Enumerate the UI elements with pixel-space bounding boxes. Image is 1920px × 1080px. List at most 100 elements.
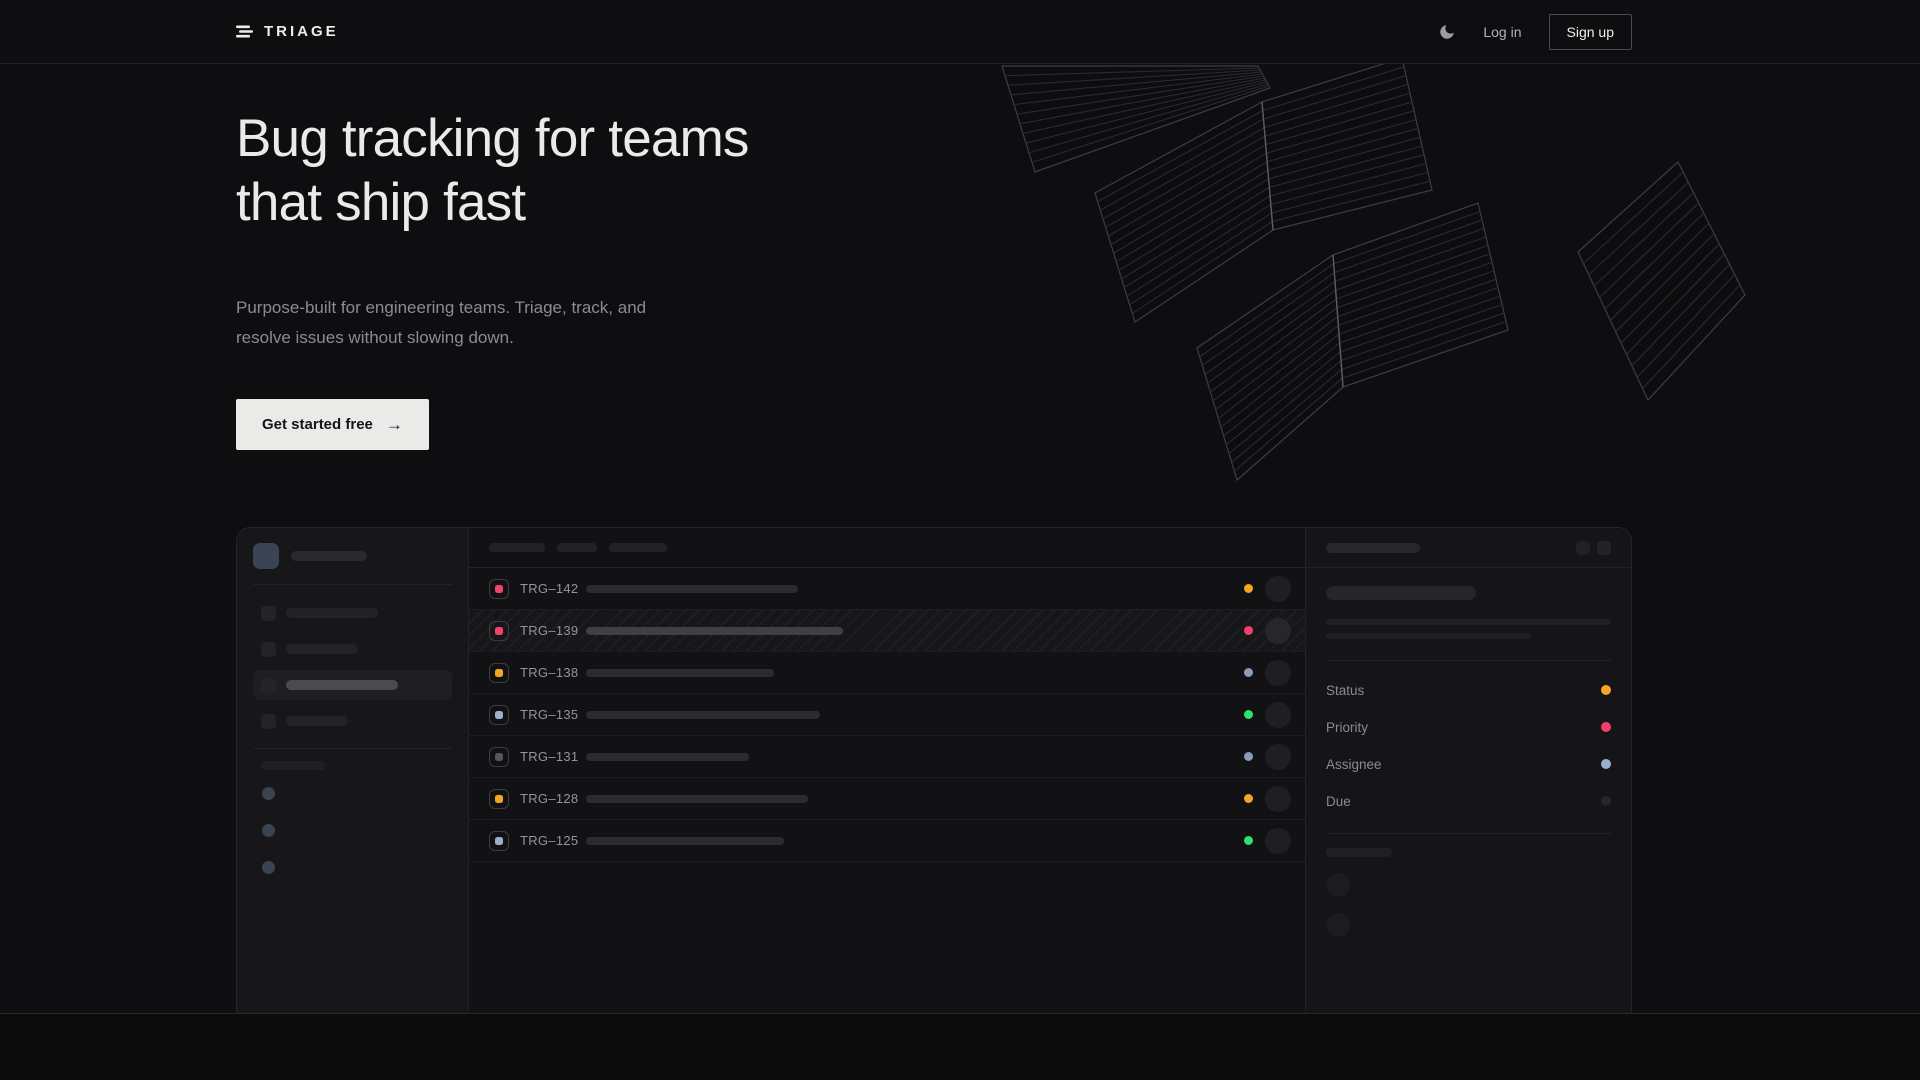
status-dot (1244, 584, 1253, 593)
issue-row[interactable]: TRG–135 (469, 694, 1305, 736)
moon-icon (1440, 24, 1455, 39)
skeleton-pill (286, 608, 378, 618)
status-dot (1244, 668, 1253, 677)
get-started-button[interactable]: Get started free → (236, 399, 429, 450)
issue-row-selected[interactable]: TRG–139 (469, 610, 1305, 652)
signup-button[interactable]: Sign up (1548, 13, 1632, 50)
assignee-avatar (1265, 701, 1291, 728)
avatar (1326, 913, 1350, 937)
brand-logo[interactable]: TRIAGE (236, 23, 339, 40)
field-row-status[interactable]: Status (1326, 680, 1611, 700)
field-label: Due (1326, 793, 1351, 809)
issue-id: TRG–125 (520, 833, 579, 848)
skeleton-bar (586, 584, 798, 593)
skeleton-pill (557, 543, 597, 552)
skeleton-bar (586, 626, 843, 635)
field-value-dot (1601, 759, 1611, 769)
skeleton-pill (286, 716, 348, 726)
field-label: Assignee (1326, 756, 1382, 772)
panel-header-actions (1576, 540, 1611, 555)
issue-type-icon (489, 704, 509, 725)
issue-row[interactable]: TRG–142 (469, 568, 1305, 610)
issue-row[interactable]: TRG–131 (469, 736, 1305, 778)
skeleton-title (1326, 586, 1476, 600)
field-value-dot (1601, 796, 1611, 806)
skeleton-pill (286, 680, 398, 690)
issue-type-icon (489, 788, 509, 809)
issue-type-icon (489, 830, 509, 851)
skeleton-pill (261, 761, 325, 770)
divider (1326, 833, 1611, 834)
panel-action-icon[interactable] (1597, 540, 1611, 555)
skeleton-pill (286, 644, 358, 654)
field-row-due[interactable]: Due (1326, 791, 1611, 811)
issue-id: TRG–142 (520, 581, 579, 596)
triage-logo-icon (236, 25, 253, 38)
divider (253, 748, 452, 749)
theme-toggle-button[interactable] (1438, 23, 1456, 41)
sidebar-item[interactable] (253, 706, 452, 736)
assignee-avatar (1265, 659, 1291, 686)
avatar-dot (262, 824, 275, 837)
brand-name: TRIAGE (264, 23, 339, 40)
issue-row[interactable]: TRG–128 (469, 778, 1305, 820)
assignee-avatar (1265, 575, 1291, 602)
skeleton-bar (586, 710, 820, 719)
skeleton-pill (489, 543, 545, 552)
sidebar-item-icon (261, 677, 276, 693)
login-link[interactable]: Log in (1483, 23, 1522, 40)
sidebar-item-icon (261, 641, 276, 657)
skeleton-line (1326, 633, 1532, 639)
sidebar-item[interactable] (253, 634, 452, 664)
issue-type-icon (489, 662, 509, 683)
issue-list-header (469, 528, 1305, 568)
skeleton-bar (586, 794, 808, 803)
issue-row[interactable]: TRG–138 (469, 652, 1305, 694)
issue-id: TRG–139 (520, 623, 579, 638)
issue-id: TRG–128 (520, 791, 579, 806)
top-nav: TRIAGE Log in Sign up (0, 0, 1920, 64)
field-row-assignee[interactable]: Assignee (1326, 754, 1611, 774)
sidebar-item[interactable] (253, 598, 452, 628)
field-value-dot (1601, 722, 1611, 732)
avatar (1326, 873, 1350, 897)
issue-id: TRG–131 (520, 749, 579, 764)
field-row-priority[interactable]: Priority (1326, 717, 1611, 737)
workspace-avatar (253, 543, 279, 569)
field-value-dot (1601, 685, 1611, 695)
skeleton-bar (586, 668, 774, 677)
status-dot (1244, 626, 1253, 635)
status-dot (1244, 752, 1253, 761)
sidebar-item-icon (261, 713, 276, 729)
assignee-avatar (1265, 617, 1291, 644)
sidebar-nav (253, 598, 452, 736)
issue-id: TRG–138 (520, 665, 579, 680)
nav-actions: Log in Sign up (1438, 13, 1632, 50)
footer-section (0, 1013, 1920, 1080)
skeleton-pill (609, 543, 667, 552)
panel-action-icon[interactable] (1576, 540, 1590, 555)
hero-subtext: Purpose-built for engineering teams. Tri… (236, 298, 647, 347)
detail-panel-header (1306, 528, 1631, 568)
field-label: Priority (1326, 719, 1369, 735)
sidebar-avatar-dots (262, 787, 452, 874)
cta-label: Get started free (262, 416, 373, 433)
sidebar-item-active[interactable] (253, 670, 452, 700)
avatar-dot (262, 861, 275, 874)
status-dot (1244, 836, 1253, 845)
divider (1326, 660, 1611, 661)
assignee-avatar (1265, 743, 1291, 770)
assignee-avatar (1265, 785, 1291, 812)
issue-row[interactable]: TRG–125 (469, 820, 1305, 862)
workspace-row (253, 543, 452, 585)
sidebar-item-icon (261, 605, 276, 621)
field-label: Status (1326, 682, 1365, 698)
issue-type-icon (489, 620, 509, 641)
